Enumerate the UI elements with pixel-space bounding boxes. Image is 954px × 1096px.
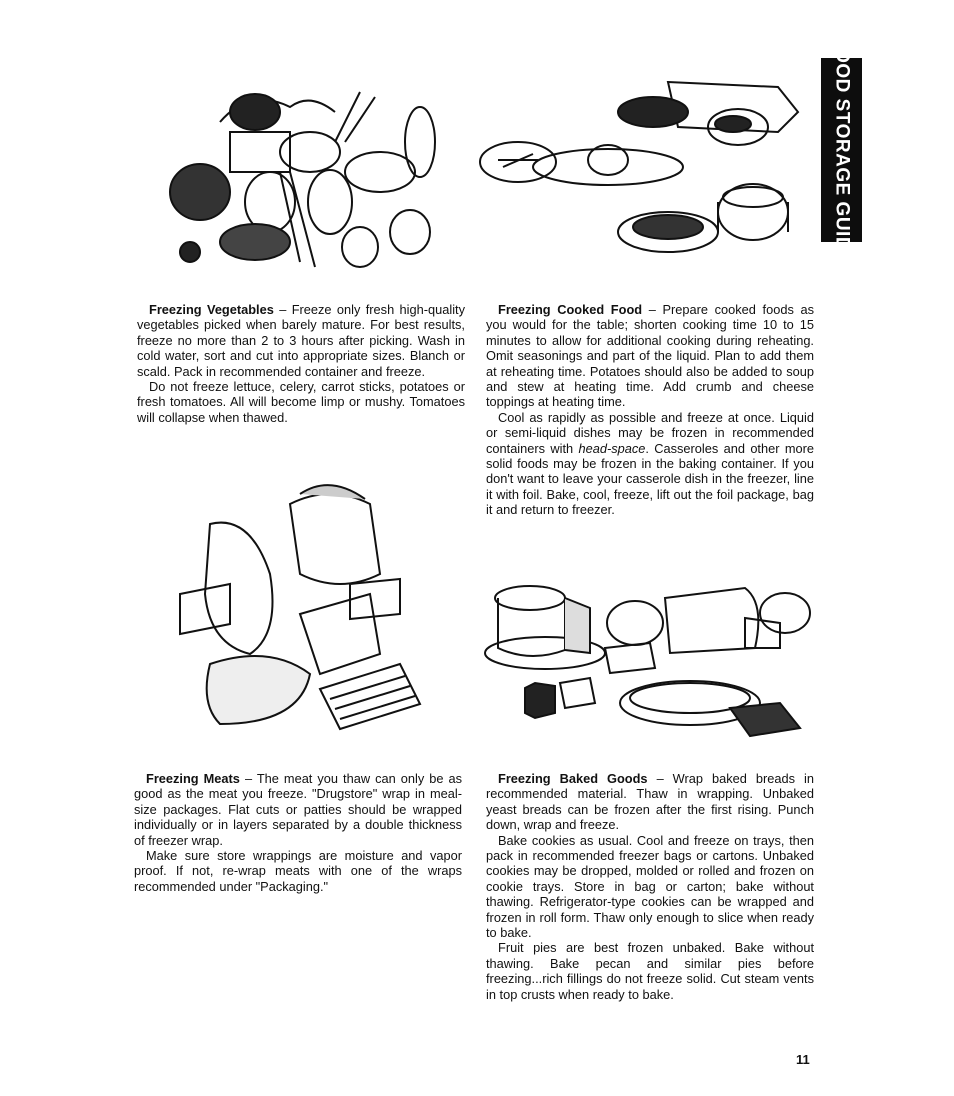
meats-heading: Freezing Meats <box>146 771 240 786</box>
cooked-text-1: – Prepare cooked foods as you would for … <box>486 302 814 410</box>
baked-text-1: – Wrap baked breads in recommended mater… <box>486 771 814 833</box>
vegetables-heading: Freezing Vegetables <box>149 302 274 317</box>
vegetables-para-2: Do not freeze lettuce, celery, carrot st… <box>137 379 465 425</box>
meats-para-2: Make sure store wrappings are moisture a… <box>134 848 462 894</box>
section-freezing-baked-goods: Freezing Baked Goods – Wrap baked breads… <box>486 771 814 1002</box>
vegetables-illustration <box>160 82 450 274</box>
baked-para-1: Freezing Baked Goods – Wrap baked breads… <box>486 771 814 833</box>
section-freezing-meats: Freezing Meats – The meat you thaw can o… <box>134 771 462 894</box>
meats-text-1: – The meat you thaw can only be as good … <box>134 771 463 848</box>
baked-heading: Freezing Baked Goods <box>498 771 648 786</box>
head-space-term: head-space <box>578 440 646 456</box>
cooked-para-1: Freezing Cooked Food – Prepare cooked fo… <box>486 302 814 410</box>
food-storage-guide-tab: FOOD STORAGE GUIDE <box>821 36 862 264</box>
section-freezing-cooked-food: Freezing Cooked Food – Prepare cooked fo… <box>486 302 814 518</box>
baked-para-2: Bake cookies as usual. Cool and freeze o… <box>486 832 814 941</box>
section-freezing-vegetables: Freezing Vegetables – Freeze only fresh … <box>137 302 465 425</box>
cooked-food-illustration <box>478 72 813 272</box>
vegetables-text-1: – Freeze only fresh high-quality vegetab… <box>137 302 466 379</box>
meats-illustration <box>170 464 425 739</box>
baked-para-3: Fruit pies are best frozen unbaked. Bake… <box>486 940 814 1002</box>
page-number: 11 <box>796 1052 810 1067</box>
baked-goods-illustration <box>480 578 820 743</box>
cooked-heading: Freezing Cooked Food <box>498 302 643 317</box>
vegetables-para-1: Freezing Vegetables – Freeze only fresh … <box>137 302 465 379</box>
side-tab-label: FOOD STORAGE GUIDE <box>831 35 853 265</box>
meats-para-1: Freezing Meats – The meat you thaw can o… <box>134 771 462 848</box>
cooked-para-2: Cool as rapidly as possible and freeze a… <box>486 409 814 518</box>
